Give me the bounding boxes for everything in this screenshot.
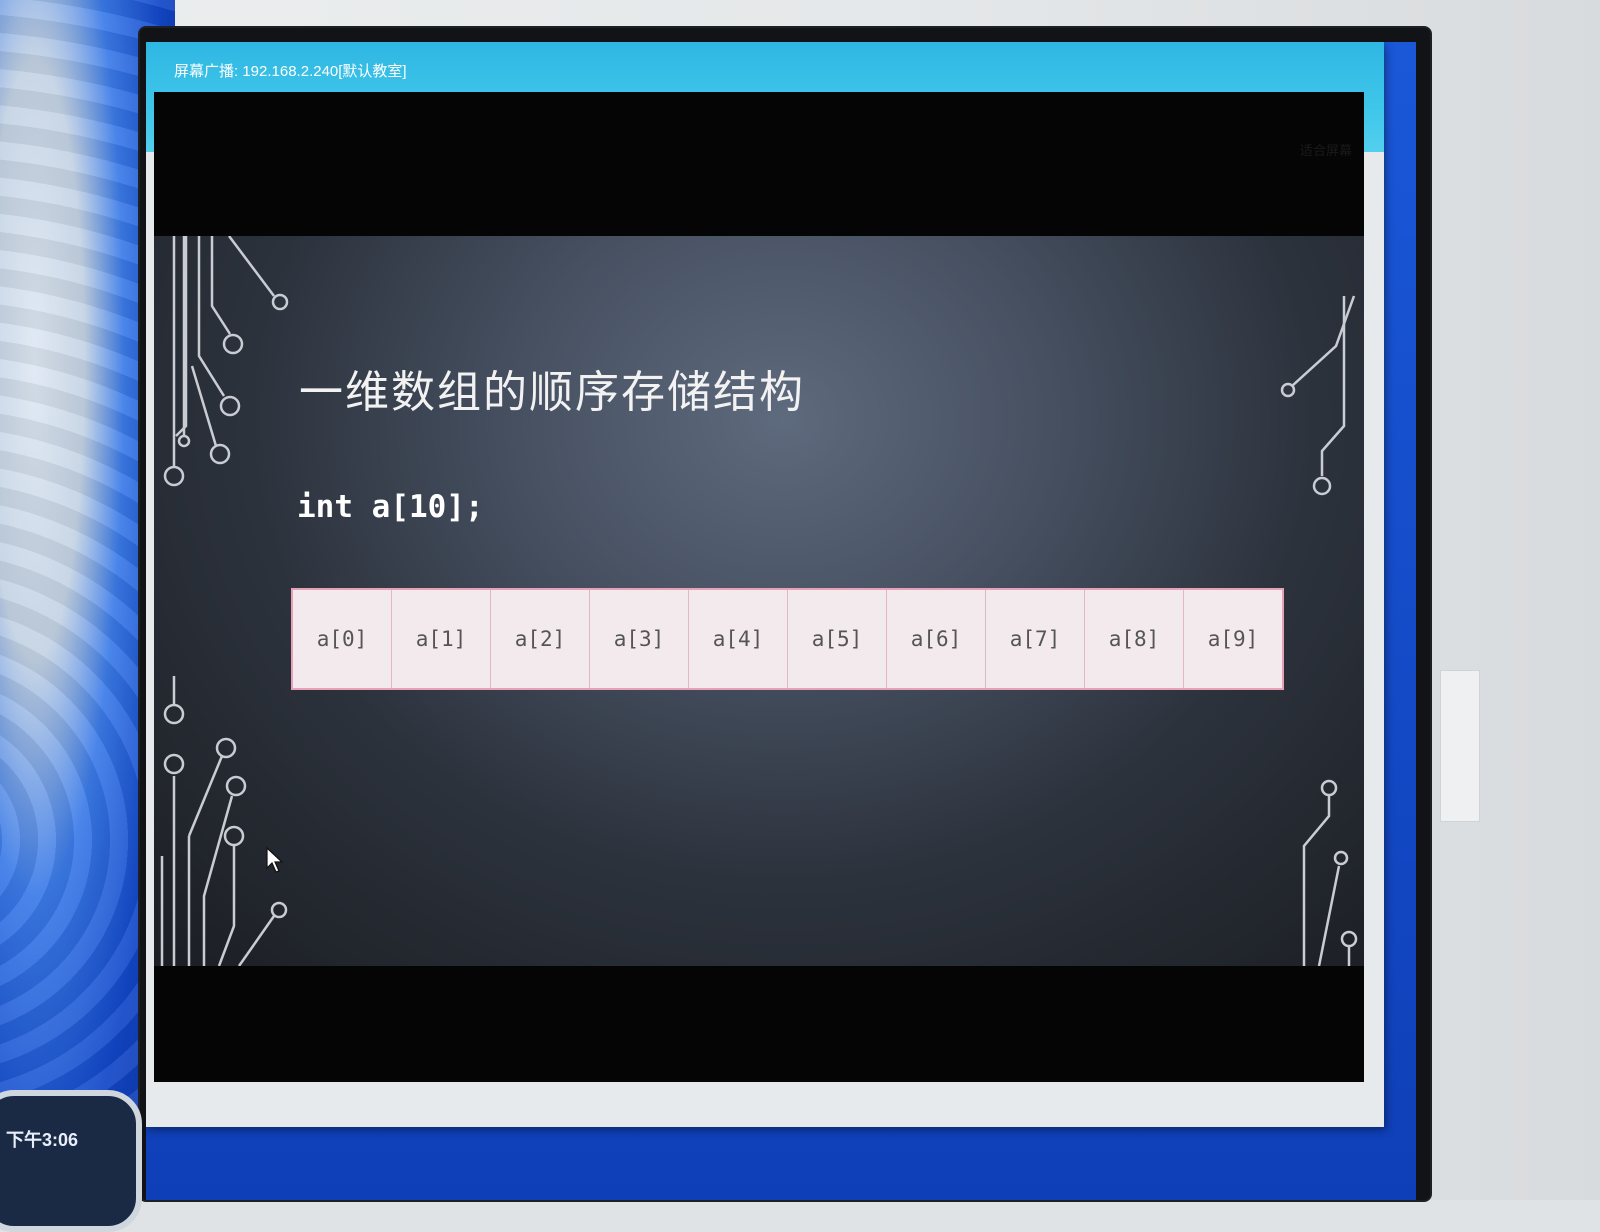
array-cell: a[7]: [986, 590, 1085, 688]
array-cell: a[0]: [293, 590, 392, 688]
array-cell: a[8]: [1085, 590, 1184, 688]
array-cell: a[2]: [491, 590, 590, 688]
screen-broadcast-window[interactable]: 屏幕广播: 192.168.2.240[默认教室]: [146, 42, 1384, 1127]
array-cell: a[1]: [392, 590, 491, 688]
array-cell: a[5]: [788, 590, 887, 688]
wall-outlet-panel: [1440, 670, 1480, 822]
monitor-screen: 屏幕广播: 192.168.2.240[默认教室]: [146, 42, 1416, 1200]
broadcast-viewer: 一维数组的顺序存储结构 int a[10]; a[0] a[1] a[2] a[…: [154, 92, 1364, 1082]
main-monitor: 屏幕广播: 192.168.2.240[默认教室]: [140, 28, 1430, 1200]
array-cell: a[4]: [689, 590, 788, 688]
smartwatch: 下午3:06: [0, 1090, 142, 1232]
slide-title: 一维数组的顺序存储结构: [299, 367, 805, 418]
mouse-pointer-icon: [266, 847, 284, 873]
array-cell: a[3]: [590, 590, 689, 688]
array-diagram: a[0] a[1] a[2] a[3] a[4] a[5] a[6] a[7] …: [291, 588, 1284, 690]
fit-screen-button[interactable]: 适合屏幕: [1299, 143, 1352, 158]
circuit-decoration-right: [1280, 295, 1358, 966]
window-title: 屏幕广播: 192.168.2.240[默认教室]: [174, 63, 407, 80]
code-declaration: int a[10];: [297, 489, 484, 525]
circuit-decoration-left: [160, 236, 289, 966]
watch-time: 下午3:06: [6, 1130, 79, 1150]
array-cell: a[9]: [1184, 590, 1282, 688]
array-cell: a[6]: [887, 590, 986, 688]
presentation-slide: 一维数组的顺序存储结构 int a[10]; a[0] a[1] a[2] a[…: [154, 236, 1364, 966]
